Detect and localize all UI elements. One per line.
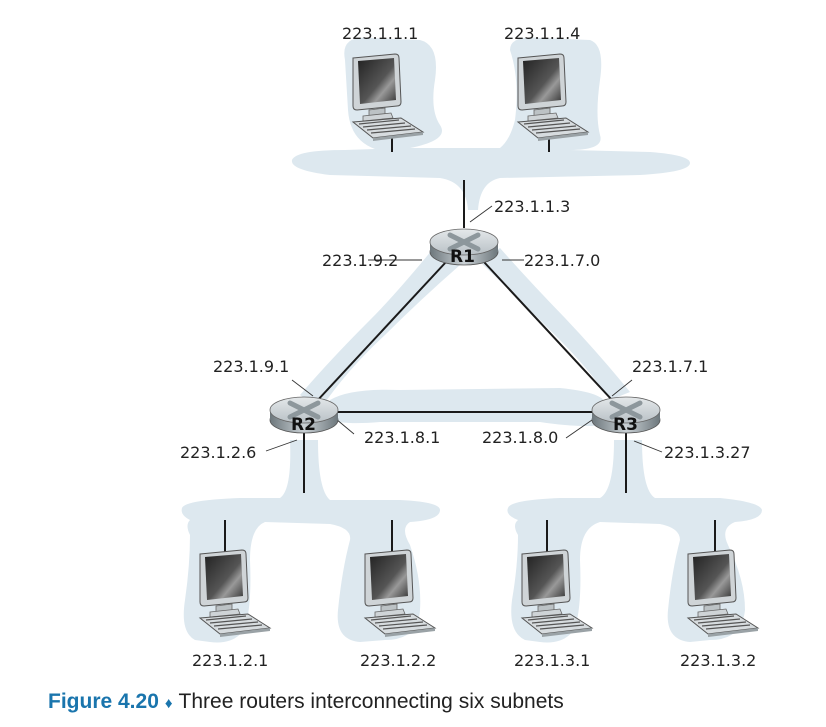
router-label: R2 — [291, 415, 316, 435]
iface-r2-top: 223.1.9.1 — [213, 357, 289, 376]
router-r1: R1 — [430, 229, 498, 267]
router-label: R1 — [450, 247, 475, 267]
host-label: 223.1.3.1 — [514, 651, 590, 670]
iface-r3-left: 223.1.8.0 — [482, 428, 558, 447]
host-223-1-1-1: 223.1.1.1 — [342, 24, 424, 142]
iface-r1-left: 223.1.9.2 — [322, 251, 398, 270]
host-223-1-3-2: 223.1.3.2 — [680, 549, 759, 670]
router-r3: R3 — [592, 397, 660, 435]
subnet-shading — [181, 37, 762, 643]
figure-number: Figure 4.20 — [48, 690, 159, 713]
diamond-separator-icon: ♦ — [164, 695, 173, 712]
host-223-1-2-2: 223.1.2.2 — [360, 549, 436, 670]
subnet-223-1-7 — [480, 248, 630, 400]
router-label: R3 — [613, 415, 638, 435]
computer-icon — [199, 549, 271, 638]
router-r2: R2 — [270, 397, 338, 435]
host-223-1-2-1: 223.1.2.1 — [192, 549, 271, 670]
host-label: 223.1.2.2 — [360, 651, 436, 670]
network-diagram: 223.1.1.1 223.1.1.4 223.1.2.1 223.1.2.2 … — [180, 24, 762, 670]
interface-leaders — [265, 205, 663, 453]
links — [224, 122, 716, 552]
iface-r2-right: 223.1.8.1 — [364, 428, 440, 447]
computer-icon — [521, 549, 593, 638]
caption-text: Three routers interconnecting six subnet… — [178, 690, 564, 713]
computer-icon — [364, 549, 436, 638]
link-r1-r2 — [315, 261, 447, 403]
subnet-223-1-8 — [330, 388, 605, 426]
iface-r3-bottom: 223.1.3.27 — [664, 443, 751, 462]
host-223-1-3-1: 223.1.3.1 — [514, 549, 593, 670]
iface-r2-bottom: 223.1.2.6 — [180, 443, 256, 462]
iface-r3-top: 223.1.7.1 — [632, 357, 708, 376]
link-r1-r3 — [483, 261, 613, 401]
iface-r1-top: 223.1.1.3 — [494, 197, 570, 216]
subnet-223-1-1 — [291, 37, 690, 210]
figure-caption: Figure 4.20 ♦ Three routers interconnectin… — [48, 690, 564, 714]
host-223-1-1-4: 223.1.1.4 — [504, 24, 589, 142]
iface-r1-right: 223.1.7.0 — [524, 251, 600, 270]
computer-icon — [687, 549, 759, 638]
interface-labels: 223.1.1.3 223.1.9.2 223.1.7.0 223.1.9.1 … — [180, 197, 751, 462]
host-label: 223.1.1.1 — [342, 24, 418, 43]
host-label: 223.1.1.4 — [504, 24, 580, 43]
host-label: 223.1.2.1 — [192, 651, 268, 670]
host-label: 223.1.3.2 — [680, 651, 756, 670]
